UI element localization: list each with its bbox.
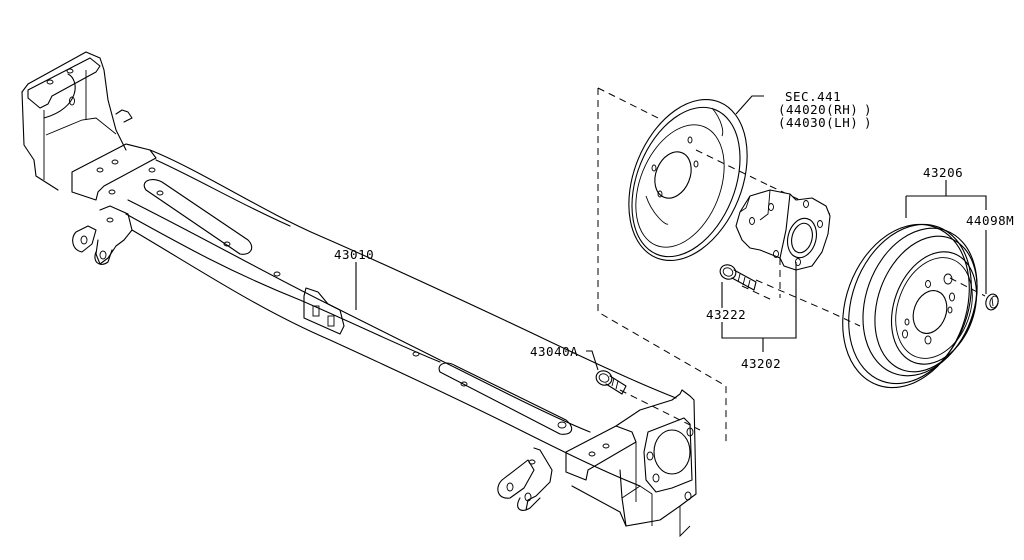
brake-back-plate[interactable] bbox=[606, 82, 769, 278]
label-44030-lh[interactable]: (44030(LH) bbox=[778, 115, 858, 130]
label-43202[interactable]: 43202 bbox=[741, 356, 781, 371]
axle-bolt[interactable] bbox=[594, 368, 627, 395]
leader-lines bbox=[355, 95, 987, 371]
axle-beam[interactable] bbox=[21, 51, 697, 538]
callout-labels: 43010 43040A SEC.441 (44020(RH) (44030(L… bbox=[334, 89, 1014, 371]
hub-bearing-assembly[interactable] bbox=[735, 189, 831, 271]
assembly-dashed-lines bbox=[597, 87, 986, 446]
label-44098m[interactable]: 44098M bbox=[966, 213, 1014, 228]
brake-drum[interactable] bbox=[821, 207, 997, 406]
label-44020-rh[interactable]: (44020(RH) bbox=[778, 102, 858, 117]
label-sec-close-2: ) bbox=[864, 115, 872, 130]
hub-bolt[interactable] bbox=[718, 262, 757, 291]
label-43206[interactable]: 43206 bbox=[923, 165, 963, 180]
label-43010[interactable]: 43010 bbox=[334, 247, 374, 262]
label-43040a[interactable]: 43040A bbox=[530, 344, 578, 359]
label-sec-441[interactable]: SEC.441 bbox=[785, 89, 841, 104]
drum-cap[interactable] bbox=[984, 293, 1000, 312]
label-43222[interactable]: 43222 bbox=[706, 307, 746, 322]
label-sec-close-1: ) bbox=[864, 102, 872, 117]
